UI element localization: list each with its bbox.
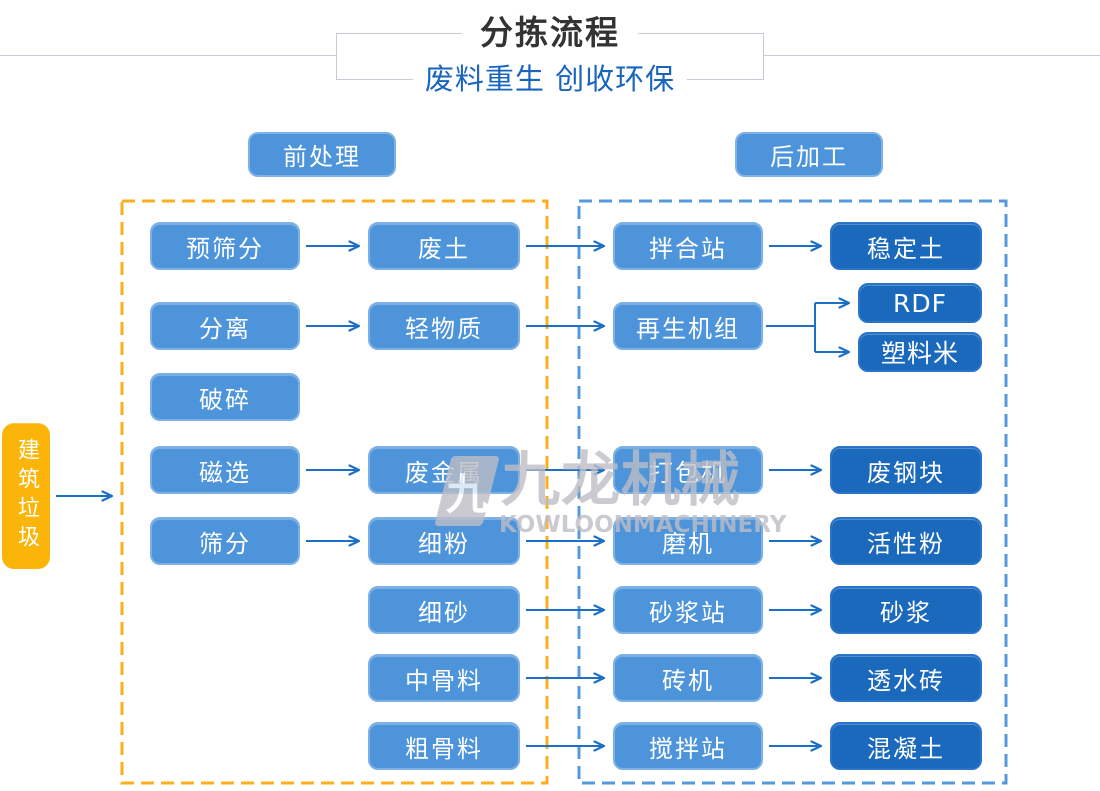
node-active-powder: 活性粉 xyxy=(830,517,982,565)
node-rdf: RDF xyxy=(858,283,982,323)
node-stabilized-soil: 稳定土 xyxy=(830,222,982,270)
node-plastic-pellets: 塑料米 xyxy=(858,332,982,372)
node-crushing: 破碎 xyxy=(150,373,300,421)
node-mortar: 砂浆 xyxy=(830,586,982,634)
post-processing-container xyxy=(577,199,1008,785)
node-mill: 磨机 xyxy=(613,517,763,565)
node-scrap-metal: 废金属 xyxy=(368,446,520,494)
pre-processing-container xyxy=(120,199,549,785)
node-permeable-brick: 透水砖 xyxy=(830,654,982,702)
node-magnetic-separation: 磁选 xyxy=(150,446,300,494)
node-recycling-unit: 再生机组 xyxy=(613,302,763,350)
node-fine-sand: 细砂 xyxy=(368,586,520,634)
node-pre-screening: 预筛分 xyxy=(150,222,300,270)
node-construction-waste: 建筑垃圾 xyxy=(2,423,50,569)
node-batching-station: 搅拌站 xyxy=(613,722,763,770)
header-line-left xyxy=(0,55,336,56)
page-subtitle: 废料重生 创收环保 xyxy=(412,62,688,97)
page-title: 分拣流程 xyxy=(462,13,638,53)
header-line-right xyxy=(764,55,1100,56)
node-waste-soil: 废土 xyxy=(368,222,520,270)
node-mixing-station: 拌合站 xyxy=(613,222,763,270)
node-light-material: 轻物质 xyxy=(368,302,520,350)
node-medium-aggregate: 中骨料 xyxy=(368,654,520,702)
node-coarse-aggregate: 粗骨料 xyxy=(368,722,520,770)
node-concrete: 混凝土 xyxy=(830,722,982,770)
node-mortar-station: 砂浆站 xyxy=(613,586,763,634)
section-label-post-processing: 后加工 xyxy=(735,132,883,177)
node-screening: 筛分 xyxy=(150,517,300,565)
node-scrap-steel-block: 废钢块 xyxy=(830,446,982,494)
node-fine-powder: 细粉 xyxy=(368,517,520,565)
node-separation: 分离 xyxy=(150,302,300,350)
node-baler: 打包机 xyxy=(613,446,763,494)
node-brick-machine: 砖机 xyxy=(613,654,763,702)
section-label-pre-processing: 前处理 xyxy=(248,132,396,177)
